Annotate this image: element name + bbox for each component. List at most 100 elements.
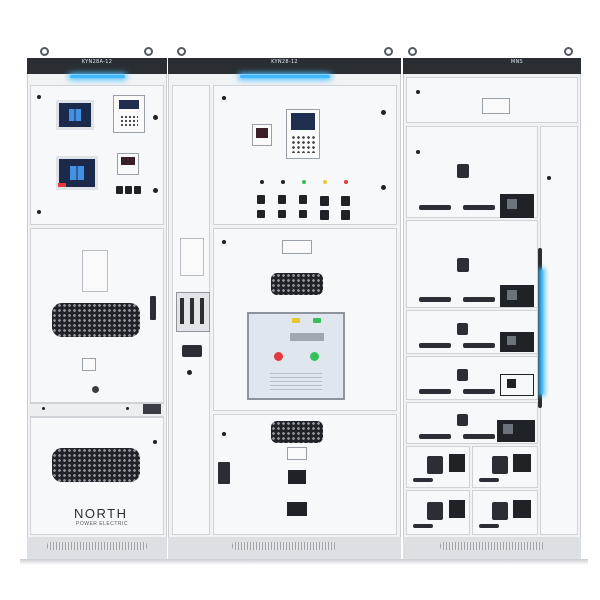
drawer-handle[interactable] [413,478,433,482]
indicator-light-icon [260,180,264,184]
drawer-indicator-window [507,336,516,345]
lifting-hook [564,47,573,56]
base-vent [440,542,544,550]
side-panel [540,126,578,535]
control-switch-icon[interactable] [341,196,350,206]
screw-icon [42,407,45,410]
interlock-handle[interactable] [182,345,202,357]
door-handle[interactable] [150,296,156,320]
brand-tagline: POWER ELECTRIC [76,521,129,527]
drawer-indicator-window [507,379,516,388]
drawer-indicator [500,332,534,352]
drawer-handle[interactable] [419,389,451,394]
status-light-bar [70,75,125,78]
drawer-handle[interactable] [463,434,495,439]
drawer-handle[interactable] [419,343,451,348]
lifting-hook [408,47,417,56]
relay-display-icon [256,128,268,138]
lifting-hook [144,47,153,56]
door-lock-icon [222,96,226,100]
door-lock-icon [381,110,386,115]
door-lock-icon [153,440,157,444]
base-vent [232,542,336,550]
hmi-touch-screen[interactable] [56,100,94,130]
drawer-handle[interactable] [479,478,499,482]
drawer-indicator [513,500,531,518]
key-lock-icon[interactable] [92,386,99,393]
control-switch-icon[interactable] [299,210,307,218]
keypad-icon [120,115,138,127]
drawer-handle[interactable] [463,297,495,302]
drawer-indicator-window [503,424,513,434]
drawer-lock-icon[interactable] [457,323,468,335]
nameplate [287,447,307,460]
socket-slot-icon [200,298,204,324]
rotary-switch-icon[interactable] [116,186,123,194]
ventilation-grille [271,421,323,443]
ventilation-grille [52,303,140,337]
control-switch-icon[interactable] [299,195,307,204]
drawer-lock-icon[interactable] [457,258,469,272]
drawer-handle[interactable] [413,524,433,528]
drawer-indicator [449,500,465,518]
control-switch-icon[interactable] [278,210,286,218]
nameplate [82,358,96,371]
rotary-switch-icon[interactable] [134,186,141,194]
drawer-indicator-window [507,290,517,300]
lifting-hook [40,47,49,56]
control-switch-icon[interactable] [320,196,329,206]
lifting-hook [177,47,186,56]
door-lock-icon [153,115,158,120]
drawer-handle[interactable] [419,205,451,210]
drawer-lock-icon[interactable] [492,502,508,520]
drawer-handle[interactable] [419,434,451,439]
drawer-handle[interactable] [479,524,499,528]
drawer-lock-icon[interactable] [457,414,468,426]
indicator-light-icon [323,180,327,184]
drawer-handle[interactable] [419,297,451,302]
ventilation-grille [52,448,140,482]
nameplate-text-icon [270,372,322,390]
display-module-icon [287,502,307,516]
socket-slot-icon [180,298,184,324]
drawer-handle[interactable] [463,389,495,394]
control-switch-icon[interactable] [257,210,265,218]
drawer-lock-icon[interactable] [427,456,443,474]
meter-display-icon [291,113,315,130]
relay-display-icon [121,157,135,165]
drawer-lock-icon[interactable] [492,456,508,474]
status-light-bar [240,75,330,78]
door-lock-icon [37,95,41,99]
open-button-green[interactable] [310,352,319,361]
close-button-red[interactable] [274,352,283,361]
control-switch-icon[interactable] [257,195,265,204]
keypad-icon [291,135,315,153]
base-vent [47,542,147,550]
viewing-window [180,238,204,276]
status-light-bar-vertical [541,270,543,394]
drawer-handle[interactable] [463,205,495,210]
drawer-lock-icon[interactable] [427,502,443,520]
status-light-bar-vertical [538,248,542,408]
display-module-icon [288,470,306,484]
drawer-lock-icon[interactable] [457,369,468,381]
control-switch-icon[interactable] [341,210,350,220]
control-switch-icon[interactable] [320,210,329,220]
nameplate [482,98,510,114]
drawer-handle[interactable] [463,343,495,348]
control-switch-icon[interactable] [278,195,286,204]
drawer-indicator [513,454,531,472]
door-lock-icon [381,185,386,190]
rotary-switch-icon[interactable] [125,186,132,194]
drawer-lock-icon[interactable] [457,164,469,178]
cabinet-label: MNS [510,59,523,65]
indicator-light-icon [344,180,348,184]
drawer-indicator [500,374,534,396]
door-handle[interactable] [218,462,230,484]
door-lock-icon [222,240,226,244]
position-indicator-icon [290,333,324,341]
divider-strip [30,403,164,417]
cabinet-top-cap: MNS [403,58,581,74]
indicator-light-icon [302,180,306,184]
red-indicator-icon [58,183,66,187]
